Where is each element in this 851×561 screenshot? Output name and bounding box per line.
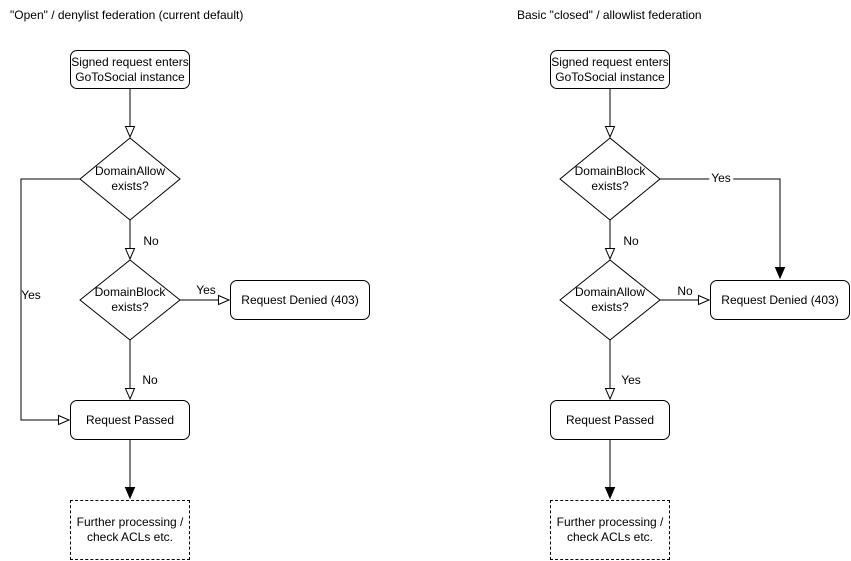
left-decision2-no-label: No: [142, 373, 158, 387]
right-decision2-yes-label: Yes: [621, 373, 641, 387]
right-denied-node: Request Denied (403): [710, 280, 850, 320]
left-start-line1: Signed request enters: [71, 54, 189, 69]
left-decision2-diamond: [79, 259, 181, 341]
right-decision2-no-label: No: [677, 284, 693, 298]
right-decision1-yes-label: Yes: [709, 171, 733, 185]
right-decision1-no-label: No: [623, 234, 639, 248]
right-start-line2: GoToSocial instance: [555, 69, 665, 84]
right-decision1-diamond: [559, 137, 661, 221]
left-decision1-diamond: [79, 137, 181, 221]
right-decision2-diamond: [559, 259, 661, 341]
right-passed-node: Request Passed: [550, 400, 670, 440]
left-chart-title: "Open" / denylist federation (current de…: [10, 8, 244, 22]
right-start-line1: Signed request enters: [551, 54, 669, 69]
left-start-node: Signed request enters GoToSocial instanc…: [70, 50, 190, 89]
right-further-processing-node: Further processing / check ACLs etc.: [550, 500, 670, 560]
right-chart-title: Basic "closed" / allowlist federation: [517, 8, 702, 22]
edge-left-decision1-yes: [20, 178, 80, 426]
left-passed-node: Request Passed: [70, 400, 190, 440]
right-start-node: Signed request enters GoToSocial instanc…: [550, 50, 670, 89]
left-decision2-yes-label: Yes: [196, 283, 216, 297]
left-decision1-no-label: No: [143, 234, 159, 248]
left-start-line2: GoToSocial instance: [75, 69, 185, 84]
left-decision1-yes-label: Yes: [21, 288, 41, 302]
edge-right-decision1-yes: [660, 178, 786, 280]
left-denied-node: Request Denied (403): [230, 280, 370, 320]
left-further-processing-node: Further processing / check ACLs etc.: [70, 500, 190, 560]
